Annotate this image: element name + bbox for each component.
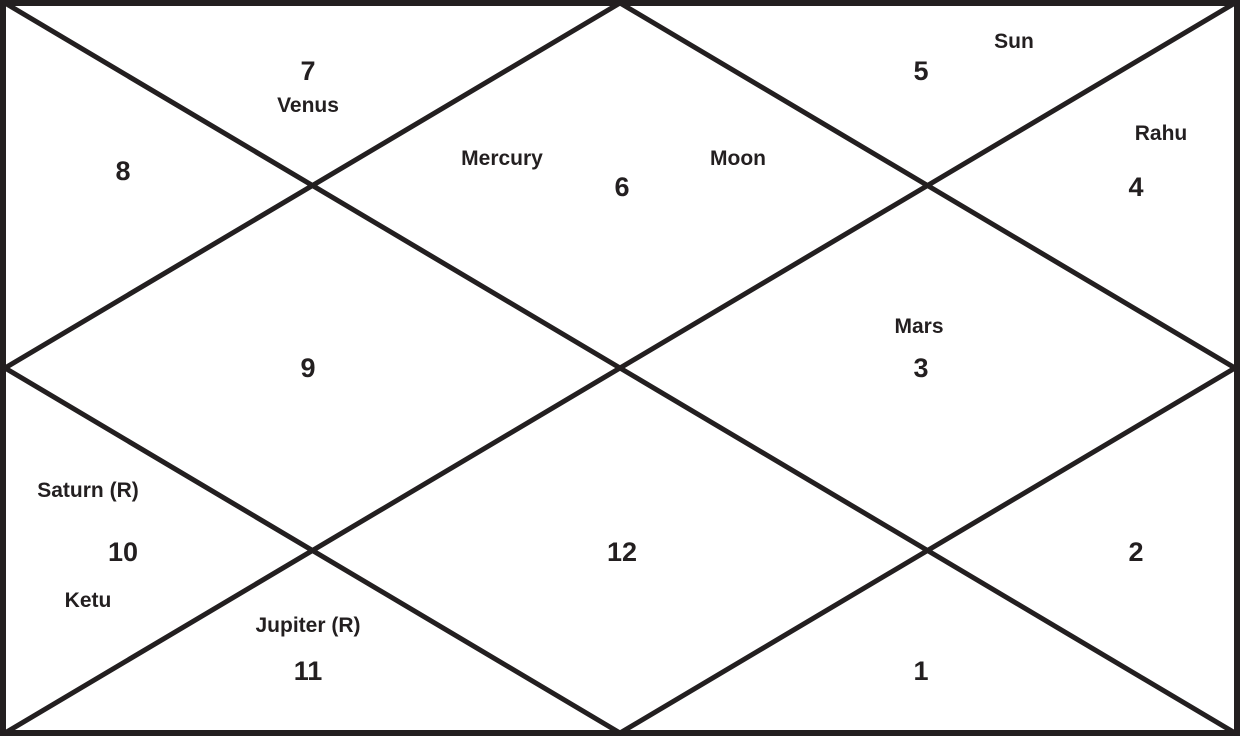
planet-label: Mercury: [461, 147, 543, 170]
house-number: 2: [1128, 537, 1143, 567]
planet-label: Mars: [894, 315, 943, 338]
house-number: 12: [607, 537, 637, 567]
planet-label: Jupiter (R): [256, 614, 361, 637]
house-number: 7: [300, 56, 315, 86]
planet-label: Ketu: [65, 589, 112, 612]
house-number: 6: [614, 172, 629, 202]
planet-label: Rahu: [1135, 122, 1188, 145]
planet-label: Moon: [710, 147, 766, 170]
house-number: 4: [1128, 172, 1143, 202]
house-number: 10: [108, 537, 138, 567]
house-number: 9: [300, 353, 315, 383]
house-number: 5: [913, 56, 928, 86]
house-number: 11: [294, 656, 323, 686]
planet-label: Saturn (R): [37, 479, 139, 502]
house-number: 1: [913, 656, 928, 686]
planet-label: Venus: [277, 94, 339, 117]
house-number: 3: [913, 353, 928, 383]
house-number: 8: [115, 156, 130, 186]
planet-label: Sun: [994, 30, 1034, 53]
